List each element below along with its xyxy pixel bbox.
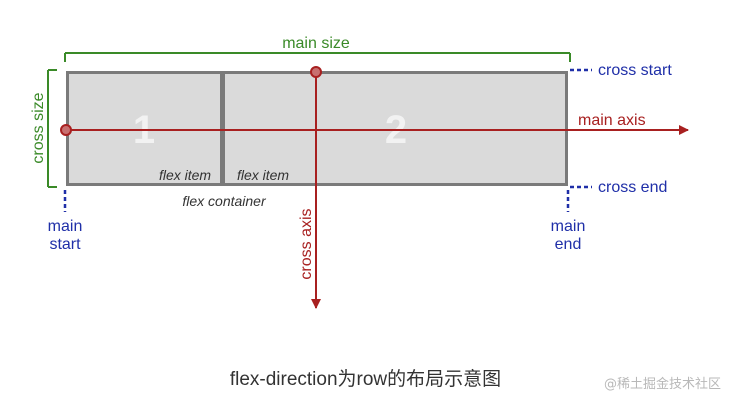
- flex-item-2: [225, 74, 565, 183]
- figure-caption: flex-direction为row的布局示意图: [229, 369, 502, 390]
- main-end-label-line1: main: [551, 218, 586, 235]
- main-start-label-line2: start: [49, 236, 81, 253]
- cross-size-bracket: [47, 69, 57, 188]
- main-axis-origin: [60, 124, 72, 136]
- cross-axis-label: cross axis: [298, 208, 315, 279]
- main-start-label-line1: main: [48, 218, 83, 235]
- flex-item-label-1: flex item: [159, 167, 211, 183]
- main-size-bracket: [64, 52, 571, 62]
- cross-end-label: cross end: [598, 179, 667, 196]
- flex-item-label-2: flex item: [237, 167, 289, 183]
- cross-size-label: cross size: [30, 92, 47, 163]
- main-axis-label: main axis: [578, 112, 646, 129]
- watermark: @稀土掘金技术社区: [603, 377, 721, 392]
- flex-item-1: [69, 74, 220, 183]
- cross-axis-origin: [310, 66, 322, 78]
- flex-container-label: flex container: [182, 193, 267, 209]
- main-size-label: main size: [282, 35, 350, 52]
- cross-start-label: cross start: [598, 62, 672, 79]
- main-end-label-line2: end: [555, 236, 582, 253]
